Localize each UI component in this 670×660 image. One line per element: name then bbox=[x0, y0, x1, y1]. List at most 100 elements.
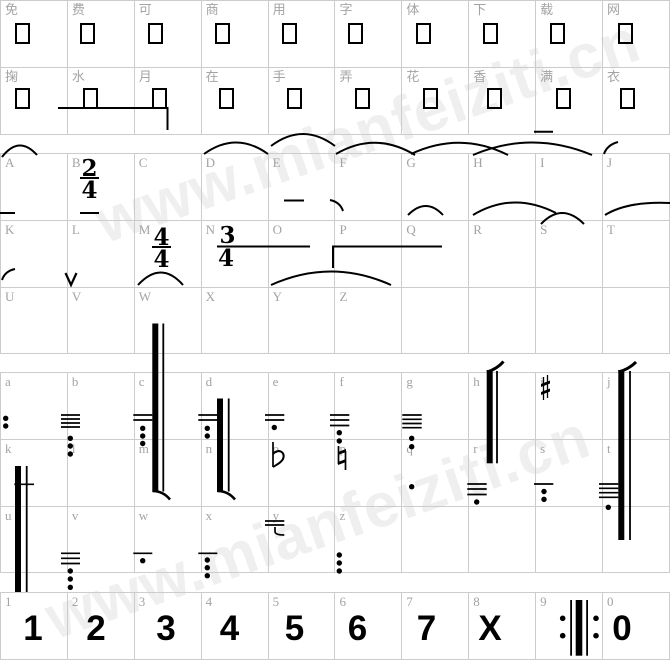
char-cell: H bbox=[469, 154, 537, 221]
missing-glyph-box-icon bbox=[355, 87, 371, 109]
char-cell: C bbox=[134, 154, 202, 221]
cell-label: T bbox=[607, 221, 615, 237]
missing-glyph-box-icon bbox=[416, 23, 432, 44]
empty-cell bbox=[469, 506, 537, 574]
cell-label: Z bbox=[339, 288, 348, 304]
char-cell: 3 bbox=[134, 593, 202, 660]
cell-label: q bbox=[406, 440, 413, 456]
cell-label: 8 bbox=[473, 594, 480, 609]
cell-label: y bbox=[272, 507, 280, 523]
cell-label: Y bbox=[272, 288, 282, 304]
char-cell: 手 bbox=[268, 67, 336, 135]
char-cell: s bbox=[536, 439, 604, 507]
cell-label: C bbox=[138, 155, 148, 170]
empty-cell bbox=[603, 287, 670, 355]
cell-label: u bbox=[5, 507, 12, 523]
char-cell: 7 bbox=[402, 593, 470, 660]
char-cell: o bbox=[268, 439, 336, 507]
cell-label: 0 bbox=[607, 594, 614, 609]
cell-label: 可 bbox=[138, 2, 152, 17]
char-cell: f bbox=[335, 373, 403, 440]
char-cell: I bbox=[536, 154, 604, 221]
empty-cell bbox=[536, 287, 604, 355]
cell-label: M bbox=[138, 221, 151, 237]
missing-glyph-box-icon bbox=[550, 23, 566, 44]
cell-label: 2 bbox=[71, 594, 79, 609]
cell-label: g bbox=[406, 374, 413, 389]
cell-label: 1 bbox=[5, 594, 12, 609]
missing-glyph-box-icon bbox=[15, 23, 30, 44]
cell-label: O bbox=[272, 221, 282, 237]
char-cell: B bbox=[67, 154, 135, 221]
cell-label: h bbox=[473, 374, 480, 389]
char-cell: R bbox=[469, 220, 537, 288]
missing-glyph-box-icon bbox=[618, 23, 634, 44]
missing-glyph-box-icon bbox=[151, 87, 167, 109]
char-cell: 6 bbox=[335, 593, 403, 660]
char-cell: 8 bbox=[469, 593, 537, 660]
char-cell: 水 bbox=[67, 67, 135, 135]
char-cell: t bbox=[603, 439, 670, 507]
cell-label: 3 bbox=[138, 594, 146, 609]
cell-label: a bbox=[5, 374, 11, 389]
cell-label: e bbox=[272, 374, 279, 389]
char-cell: G bbox=[402, 154, 470, 221]
char-cell: M bbox=[134, 220, 202, 288]
cell-label: 费 bbox=[71, 2, 85, 17]
cell-label: 掬 bbox=[5, 68, 19, 84]
cell-label: 花 bbox=[406, 68, 420, 84]
cell-label: W bbox=[138, 288, 152, 304]
cell-label: v bbox=[71, 507, 79, 523]
char-cell: 字 bbox=[335, 1, 403, 68]
char-cell: 体 bbox=[402, 1, 470, 68]
cell-label: L bbox=[71, 221, 80, 237]
char-cell: 费 bbox=[67, 1, 135, 68]
digits-grid: 1 2 3 4 5 6 7 8 9 0 bbox=[0, 592, 670, 660]
char-cell: 掬 bbox=[1, 67, 68, 135]
char-cell: T bbox=[603, 220, 670, 288]
char-cell: m bbox=[134, 439, 202, 507]
missing-glyph-box-icon bbox=[483, 23, 499, 44]
cell-label: 商 bbox=[205, 2, 219, 17]
cell-label: d bbox=[205, 374, 213, 389]
missing-glyph-box-icon bbox=[147, 23, 163, 44]
cell-label: z bbox=[339, 507, 346, 523]
cell-label: b bbox=[71, 374, 79, 389]
missing-glyph-box-icon bbox=[214, 23, 230, 44]
cell-label: R bbox=[473, 221, 482, 237]
missing-glyph-box-icon bbox=[15, 87, 30, 109]
missing-glyph-box-icon bbox=[423, 87, 439, 109]
char-cell: 5 bbox=[268, 593, 336, 660]
cell-label: S bbox=[540, 221, 548, 237]
char-cell: A bbox=[1, 154, 68, 221]
cell-label: G bbox=[406, 155, 416, 170]
char-cell: 月 bbox=[134, 67, 202, 135]
char-cell: 可 bbox=[134, 1, 202, 68]
cell-label: k bbox=[5, 440, 12, 456]
char-cell: a bbox=[1, 373, 68, 440]
char-cell: q bbox=[402, 439, 470, 507]
missing-glyph-box-icon bbox=[620, 87, 636, 109]
cell-label: l bbox=[71, 440, 76, 456]
uppercase-grid: A B C D E F G H I J K L M N O P Q R S T … bbox=[0, 153, 670, 355]
cell-label: i bbox=[540, 374, 544, 389]
char-cell: L bbox=[67, 220, 135, 288]
preview-text-grid: 免 费 可 商 用 字 体 下 载 网 掬 水 月 在 手 弄 花 香 满 衣 bbox=[0, 0, 670, 135]
cell-label: r bbox=[473, 440, 478, 456]
cell-label: o bbox=[272, 440, 280, 456]
char-cell: 商 bbox=[201, 1, 269, 68]
cell-label: n bbox=[205, 440, 213, 456]
missing-glyph-box-icon bbox=[281, 23, 297, 44]
char-cell: n bbox=[201, 439, 269, 507]
char-cell: i bbox=[536, 373, 604, 440]
missing-glyph-box-icon bbox=[79, 23, 95, 44]
missing-glyph-box-icon bbox=[487, 87, 503, 109]
missing-glyph-box-icon bbox=[556, 87, 572, 109]
cell-label: x bbox=[205, 507, 213, 523]
missing-glyph-box-icon bbox=[82, 87, 98, 109]
cell-label: J bbox=[607, 155, 613, 170]
char-cell: p bbox=[335, 439, 403, 507]
char-cell: 衣 bbox=[603, 67, 670, 135]
cell-label: 下 bbox=[473, 2, 487, 17]
